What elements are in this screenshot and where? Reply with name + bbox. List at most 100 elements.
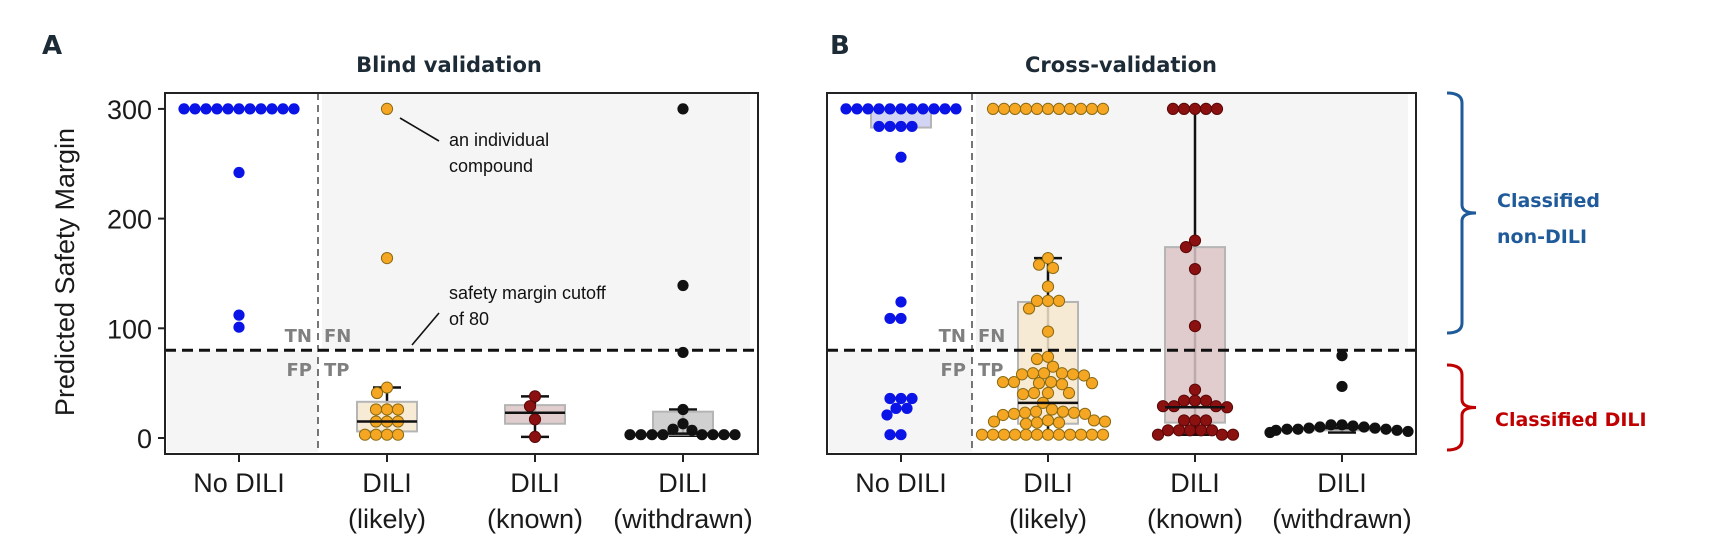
data-point-likely	[997, 428, 1011, 441]
data-point-likely	[1041, 280, 1055, 293]
data-point-no_dili	[895, 392, 907, 405]
data-point-withdrawn	[1336, 350, 1348, 362]
x-tick-label: (withdrawn)	[613, 504, 753, 534]
quadrant-tn: TN	[939, 326, 966, 347]
label-classified-non-dili: Classified	[1497, 190, 1600, 212]
data-point-withdrawn	[677, 346, 689, 359]
data-point-withdrawn	[1369, 422, 1381, 434]
data-point-no_dili	[178, 103, 190, 115]
x-tick-label: DILI	[1317, 468, 1367, 498]
data-point-known	[1177, 414, 1191, 427]
x-tick-label: No DILI	[855, 468, 947, 498]
data-point-likely	[997, 102, 1011, 116]
data-point-no_dili	[895, 103, 907, 115]
swarm-likely	[975, 102, 1112, 441]
x-tick-label: (likely)	[348, 504, 426, 534]
data-point-known	[1194, 424, 1208, 437]
data-point-withdrawn	[1264, 426, 1276, 439]
data-point-no_dili	[862, 103, 874, 115]
data-point-likely	[1030, 294, 1044, 307]
panel-letter: A	[42, 31, 62, 61]
data-point-no_dili	[873, 103, 885, 115]
data-point-likely	[1096, 428, 1110, 441]
y-tick-label: 100	[107, 314, 152, 344]
data-point-likely	[1007, 407, 1021, 420]
data-point-likely	[1041, 294, 1055, 307]
data-point-known	[1199, 414, 1213, 427]
x-tick-label: DILI	[510, 468, 560, 498]
data-point-likely	[1029, 405, 1043, 418]
bracket-non-dili	[1446, 91, 1477, 335]
panel-title: Cross-validation	[1025, 53, 1217, 77]
data-point-known	[1188, 262, 1202, 276]
data-point-likely	[380, 102, 394, 116]
data-point-likely	[1041, 386, 1055, 400]
y-tick-label: 200	[107, 205, 152, 235]
data-point-known	[1151, 428, 1165, 441]
data-point-likely	[1096, 102, 1110, 116]
data-point-likely	[1008, 428, 1022, 441]
data-point-no_dili	[277, 103, 289, 115]
data-point-likely	[1085, 428, 1099, 441]
data-point-no_dili	[881, 409, 893, 421]
data-point-withdrawn	[1281, 423, 1293, 435]
data-point-no_dili	[884, 120, 896, 133]
data-point-likely	[975, 428, 989, 441]
data-point-no_dili	[895, 429, 907, 441]
data-point-known	[1188, 320, 1202, 333]
data-point-no_dili	[233, 166, 245, 179]
x-tick-label: (known)	[487, 504, 583, 534]
data-point-likely	[380, 403, 394, 416]
data-point-no_dili	[928, 103, 940, 115]
swarm-withdrawn	[1264, 350, 1414, 439]
annotation-pointer-compound	[399, 117, 440, 142]
data-point-no_dili	[895, 120, 907, 133]
data-point-no_dili	[288, 103, 300, 115]
data-point-likely	[1027, 386, 1041, 400]
data-point-likely	[1041, 325, 1055, 338]
data-point-likely	[1077, 369, 1091, 382]
data-point-known	[1166, 102, 1180, 116]
shading-fn-region	[322, 93, 750, 351]
swarm-known	[1151, 102, 1240, 441]
data-point-likely	[1098, 415, 1112, 428]
data-point-known	[1177, 102, 1191, 116]
x-tick-label: DILI	[362, 468, 412, 498]
x-tick-label: No DILI	[193, 468, 285, 498]
data-point-likely	[1019, 102, 1033, 116]
data-point-likely	[1085, 102, 1099, 116]
label-classified-non-dili: non-DILI	[1497, 226, 1587, 248]
x-tick-label: DILI	[1023, 468, 1073, 498]
data-point-no_dili	[233, 309, 245, 321]
data-point-likely	[1041, 414, 1055, 427]
annotation-pointer-cutoff	[411, 312, 440, 346]
data-point-known	[1161, 424, 1175, 437]
data-point-likely	[1032, 377, 1046, 390]
data-point-likely	[1041, 251, 1055, 265]
data-point-no_dili	[873, 120, 885, 133]
data-point-known	[1183, 424, 1197, 437]
data-point-likely	[1067, 406, 1081, 419]
data-point-no_dili	[884, 429, 896, 441]
data-point-no_dili	[884, 312, 896, 325]
shading-fp-region	[167, 350, 318, 452]
data-point-withdrawn	[1347, 420, 1359, 432]
data-point-likely	[986, 102, 1000, 116]
quadrant-fp: FP	[941, 360, 967, 381]
data-point-likely	[1016, 388, 1030, 401]
data-point-withdrawn	[1336, 380, 1348, 393]
x-tick-label: DILI	[1170, 468, 1220, 498]
data-point-likely	[1052, 428, 1066, 441]
data-point-known	[1177, 394, 1191, 407]
y-tick-label: 300	[107, 95, 152, 125]
plot-frame	[826, 92, 1417, 455]
data-point-likely	[1078, 407, 1092, 420]
panel-letter: B	[830, 31, 850, 61]
annotation-cutoff: of 80	[449, 309, 489, 329]
data-point-no_dili	[895, 296, 907, 308]
quadrant-fp: FP	[287, 360, 313, 381]
data-point-likely	[370, 386, 384, 400]
data-point-withdrawn	[677, 279, 689, 292]
data-point-likely	[1019, 428, 1033, 441]
